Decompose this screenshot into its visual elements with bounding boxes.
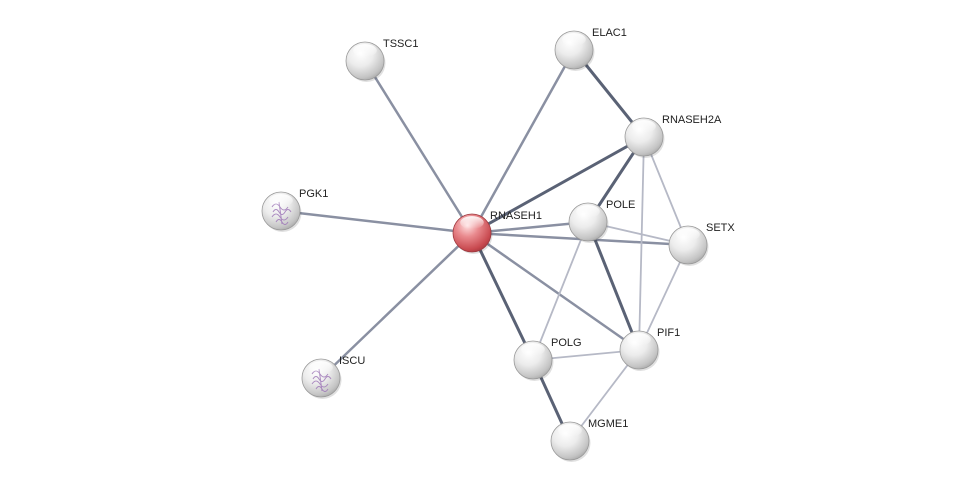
node-highlight xyxy=(627,333,651,347)
edge-rnaseh1-elac1[interactable] xyxy=(470,48,576,235)
edge-rnaseh1-pole[interactable] xyxy=(470,220,590,235)
node-rnaseh1[interactable]: RNASEH1 xyxy=(452,210,542,254)
node-label: ISCU xyxy=(339,355,365,367)
node-highlight xyxy=(269,194,293,208)
edge-rnaseh1-pgk1[interactable] xyxy=(279,209,474,235)
edge-rnaseh1-pif1[interactable] xyxy=(470,231,641,352)
edge-rnaseh2a-pif1[interactable] xyxy=(638,136,645,351)
edge-rnaseh1-iscu[interactable] xyxy=(319,231,474,380)
node-label: RNASEH1 xyxy=(490,210,542,222)
node-elac1[interactable]: ELAC1 xyxy=(554,27,627,71)
node-tssc1[interactable]: TSSC1 xyxy=(345,38,418,82)
node-pole[interactable]: POLE xyxy=(568,199,635,243)
node-rnaseh2a[interactable]: RNASEH2A xyxy=(624,114,722,158)
node-mgme1[interactable]: MGME1 xyxy=(550,418,628,462)
node-label: RNASEH2A xyxy=(662,114,722,126)
node-highlight xyxy=(632,120,656,134)
node-label: SETX xyxy=(706,222,735,234)
node-highlight xyxy=(460,216,484,230)
node-label: POLG xyxy=(551,337,582,349)
edge-rnaseh2a-setx[interactable] xyxy=(643,136,689,246)
node-highlight xyxy=(676,228,700,242)
node-highlight xyxy=(576,205,600,219)
node-label: PIF1 xyxy=(657,327,680,339)
node-label: TSSC1 xyxy=(383,38,418,50)
edge-pole-polg[interactable] xyxy=(532,221,589,361)
node-pif1[interactable]: PIF1 xyxy=(619,327,680,371)
node-label: ELAC1 xyxy=(592,27,627,39)
node-polg[interactable]: POLG xyxy=(513,337,582,381)
edge-rnaseh1-tssc1[interactable] xyxy=(363,59,474,235)
node-highlight xyxy=(353,44,377,58)
node-iscu[interactable]: ISCU xyxy=(301,355,365,399)
node-highlight xyxy=(521,343,545,357)
node-pgk1[interactable]: PGK1 xyxy=(261,188,328,232)
node-highlight xyxy=(562,33,586,47)
edge-pole-pif1[interactable] xyxy=(586,220,641,352)
protein-structure-icon xyxy=(271,201,292,225)
protein-structure-icon xyxy=(311,368,332,392)
node-label: MGME1 xyxy=(588,418,628,430)
edge-rnaseh1-rnaseh2a[interactable] xyxy=(470,135,646,235)
node-highlight xyxy=(309,361,333,375)
node-label: POLE xyxy=(606,199,635,211)
node-highlight xyxy=(558,424,582,438)
node-label: PGK1 xyxy=(299,188,328,200)
node-setx[interactable]: SETX xyxy=(668,222,735,266)
edge-rnaseh1-polg[interactable] xyxy=(470,231,535,362)
